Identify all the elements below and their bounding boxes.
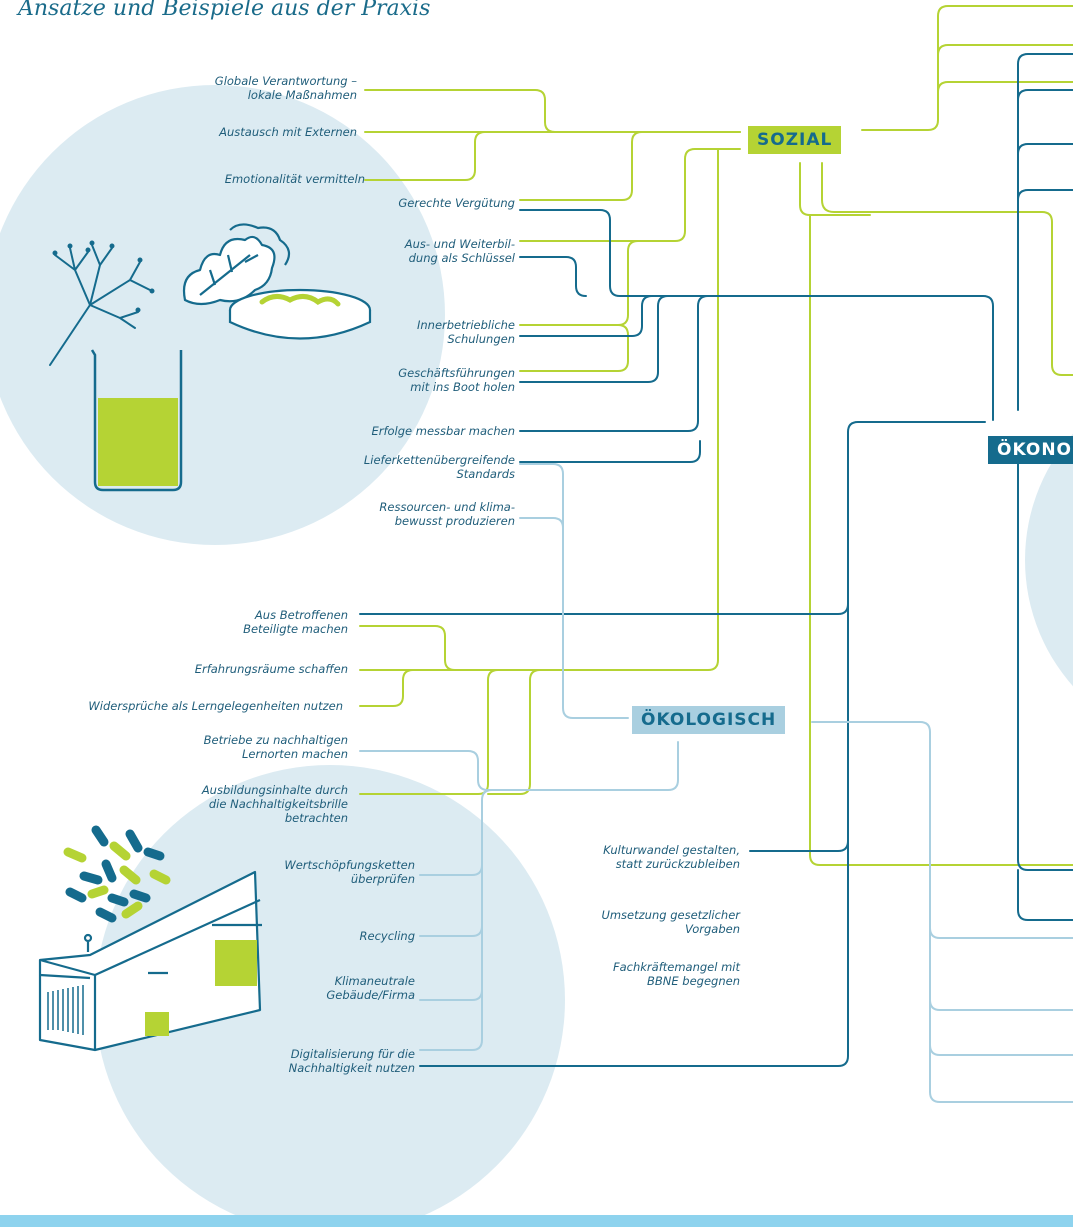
label-umsetzung-vorgaben: Umsetzung gesetzlicher Vorgaben <box>601 908 740 936</box>
circle-bottom-left <box>95 765 565 1227</box>
label-kulturwandel: Kulturwandel gestalten, statt zurückzubl… <box>603 843 740 871</box>
oekonomisch-connectors <box>359 53 1073 1067</box>
sozial-connectors <box>359 5 1073 866</box>
page-title: Ansätze und Beispiele aus der Praxis <box>18 0 431 21</box>
category-oekonomisch: ÖKONO <box>988 436 1073 464</box>
oekologisch-connectors <box>359 463 1073 1103</box>
label-lieferketten-standards: Lieferkettenübergreifende Standards <box>363 453 515 481</box>
label-ausbildungsinhalte: Ausbildungsinhalte durch die Nachhaltigk… <box>201 783 348 825</box>
pills-icon <box>63 825 171 923</box>
label-recycling: Recycling <box>359 929 416 943</box>
dill-plant-icon <box>49 240 155 366</box>
petri-dish-icon <box>228 288 372 340</box>
label-erfahrungsraeume: Erfahrungsräume schaffen <box>194 662 348 676</box>
label-innerbetriebliche-schulungen: Innerbetriebliche Schulungen <box>416 318 515 346</box>
label-aus-betroffenen: Aus Betroffenen Beteiligte machen <box>243 608 348 636</box>
label-gerechte-verguetung: Gerechte Vergütung <box>398 196 515 210</box>
label-digitalisierung: Digitalisierung für die Nachhaltigkeit n… <box>288 1047 415 1075</box>
category-oekologisch: ÖKOLOGISCH <box>632 706 786 734</box>
category-sozial: SOZIAL <box>748 126 842 154</box>
label-aus-weiterbildung: Aus- und Weiterbil- dung als Schlüssel <box>404 237 515 265</box>
label-erfolge-messbar: Erfolge messbar machen <box>371 424 515 438</box>
label-betriebe-lernorte: Betriebe zu nachhaltigen Lernorten mache… <box>203 733 348 761</box>
bottom-band <box>0 1215 1073 1227</box>
label-emotionalitaet: Emotionalität vermitteln <box>224 172 365 186</box>
label-widersprueche: Widersprüche als Lerngelegenheiten nutze… <box>88 699 343 713</box>
label-austausch-externen: Austausch mit Externen <box>219 125 357 139</box>
leaf-sprout-icon <box>182 223 291 306</box>
circle-right <box>1025 433 1073 687</box>
label-ressourcen-klima: Ressourcen- und klima- bewusst produzier… <box>379 500 515 528</box>
label-globale-verantwortung: Globale Verantwortung – lokale Maßnahmen <box>214 74 357 102</box>
label-wertschoepfungsketten: Wertschöpfungsketten überprüfen <box>284 858 415 886</box>
label-geschaeftsfuehrungen: Geschäftsführungen mit ins Boot holen <box>398 366 515 394</box>
factory-building-icon <box>38 870 262 1052</box>
beaker-icon <box>90 349 183 492</box>
label-fachkraeftemangel: Fachkräftemangel mit BBNE begegnen <box>612 960 740 988</box>
label-klimaneutrale-gebaeude: Klimaneutrale Gebäude/Firma <box>326 974 415 1002</box>
